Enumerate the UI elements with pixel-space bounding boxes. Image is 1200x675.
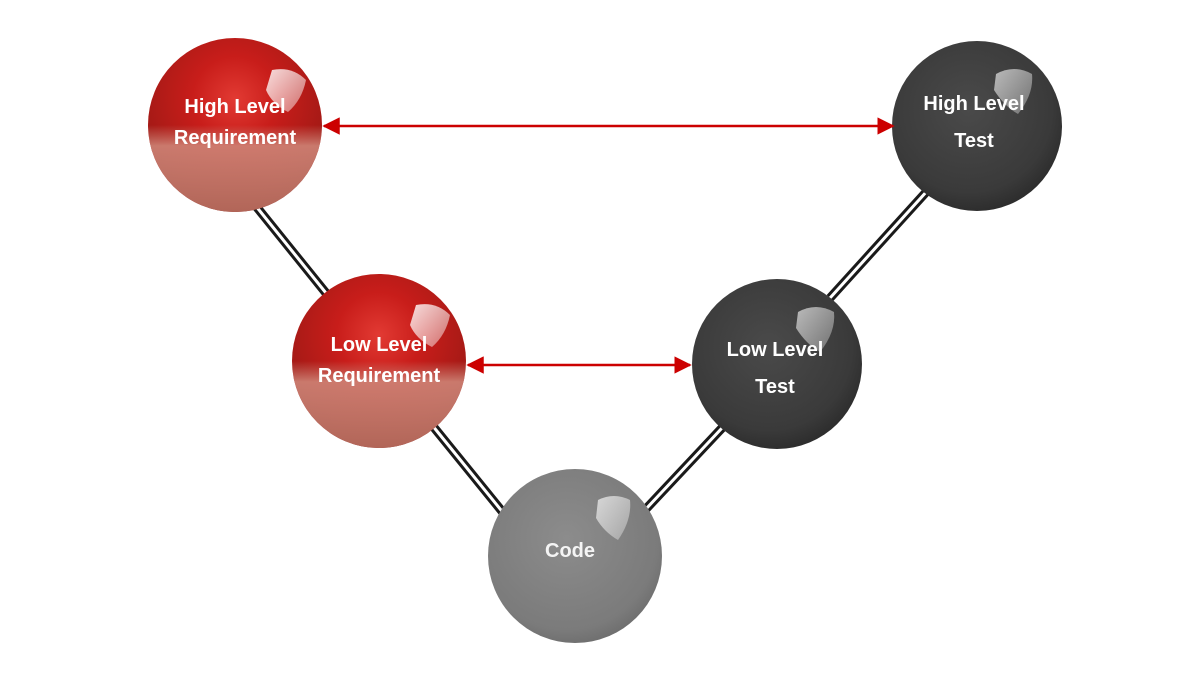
node-label-line2: Test (954, 130, 994, 152)
gloss-highlight (796, 307, 835, 352)
node-label-line2: Requirement (318, 365, 441, 387)
node-label-line1: Low Level (331, 334, 428, 356)
node-label-line1: Low Level (727, 339, 824, 361)
node-label: Code (545, 540, 595, 562)
node-label-line2: Requirement (174, 127, 297, 149)
node-low-level-requirement: Low Level Requirement (292, 274, 466, 448)
gloss-highlight (994, 69, 1033, 114)
node-high-level-requirement: High Level Requirement (148, 38, 322, 212)
node-label-line1: High Level (184, 96, 285, 118)
gloss-highlight (596, 496, 631, 540)
node-code: Code (488, 469, 662, 643)
rod-code-to-llt (641, 424, 726, 514)
gloss-highlight (410, 304, 450, 347)
node-label-line1: High Level (923, 93, 1024, 115)
rod-hlr-to-llr (251, 202, 334, 301)
rod-llt-to-hlt (826, 186, 932, 302)
connector-rods (251, 186, 932, 518)
rod-llr-to-code (428, 422, 509, 518)
node-high-level-test: High Level Test (892, 41, 1062, 211)
node-low-level-test: Low Level Test (692, 279, 862, 449)
gloss-highlight (266, 69, 306, 112)
node-label-line2: Test (755, 376, 795, 398)
